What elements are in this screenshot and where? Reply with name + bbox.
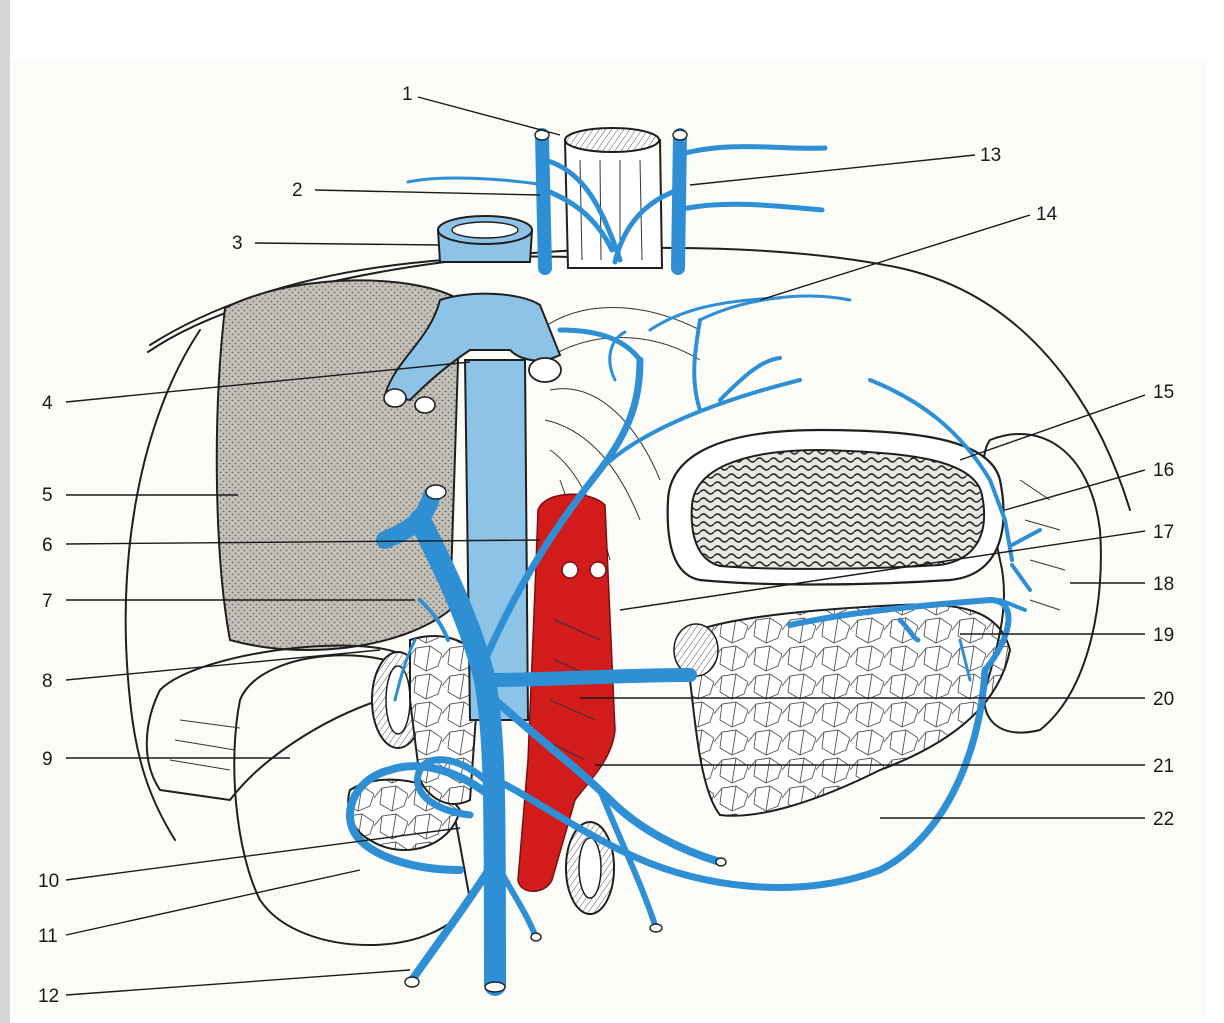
label-3: 3 bbox=[232, 233, 243, 254]
sma-stump bbox=[590, 562, 606, 578]
label-10: 10 bbox=[38, 871, 59, 892]
label-14: 14 bbox=[1036, 204, 1058, 225]
stomach-lumen bbox=[692, 450, 984, 569]
label-19: 19 bbox=[1153, 625, 1174, 646]
label-18: 18 bbox=[1153, 574, 1174, 595]
label-11: 11 bbox=[38, 926, 58, 947]
label-9: 9 bbox=[42, 749, 53, 770]
label-21: 21 bbox=[1153, 756, 1174, 777]
label-5: 5 bbox=[42, 485, 53, 506]
label-13: 13 bbox=[980, 145, 1001, 166]
label-12: 12 bbox=[38, 986, 59, 1007]
label-4: 4 bbox=[42, 393, 53, 414]
label-6: 6 bbox=[42, 535, 53, 556]
azygos-vein bbox=[542, 135, 545, 268]
label-20: 20 bbox=[1153, 689, 1174, 710]
label-2: 2 bbox=[292, 180, 303, 201]
label-17: 17 bbox=[1153, 522, 1174, 543]
label-1: 1 bbox=[402, 84, 413, 105]
label-22: 22 bbox=[1153, 809, 1174, 830]
splenic-vein bbox=[490, 675, 690, 680]
label-16: 16 bbox=[1153, 460, 1174, 481]
label-7: 7 bbox=[42, 591, 53, 612]
label-15: 15 bbox=[1153, 382, 1174, 403]
label-8: 8 bbox=[42, 671, 53, 692]
celiac-trunk-stump bbox=[562, 562, 578, 578]
